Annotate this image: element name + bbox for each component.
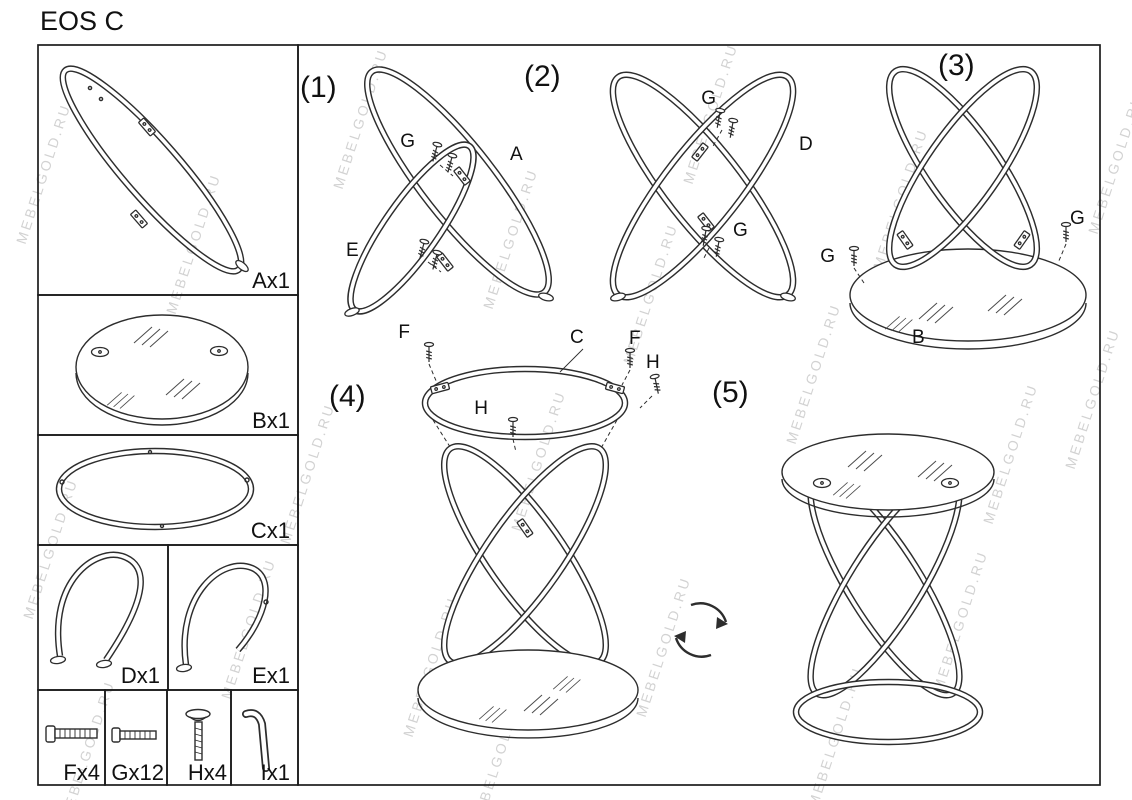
step-3: (3) G G B — [820, 49, 1087, 350]
callout-step4-h-right: H — [646, 352, 660, 373]
main-steps-box — [297, 44, 1101, 786]
step-2-label: (2) — [524, 60, 561, 93]
callout-step4-c: C — [570, 327, 584, 348]
part-a-drawing — [44, 52, 259, 288]
callout-step4-h-center: H — [474, 398, 488, 419]
part-i-drawing — [242, 709, 270, 772]
callout-step2-d: D — [799, 134, 813, 155]
callout-step4-f-right: F — [629, 328, 641, 349]
callout-step1-g: G — [400, 131, 415, 152]
callout-step4-f-left: F — [398, 322, 410, 343]
callout-step2-g-mid: G — [733, 220, 748, 241]
part-c-drawing — [59, 451, 251, 528]
callout-step2-g-top: G — [701, 88, 716, 109]
page-title: EOS C — [40, 6, 124, 36]
finished-table-drawing — [781, 433, 995, 742]
step-3-label: (3) — [938, 49, 975, 82]
part-e-drawing — [175, 562, 269, 674]
part-label-i: Ix1 — [261, 760, 290, 785]
part-g-drawing — [111, 727, 157, 743]
callout-step3-b: B — [912, 327, 925, 348]
step-1: (1) G A E — [300, 50, 573, 326]
rotation-arrows-icon — [674, 602, 728, 658]
callout-step3-g-right: G — [1070, 208, 1085, 229]
callout-step3-g-left: G — [820, 246, 835, 267]
step-4-label: (4) — [329, 380, 366, 413]
part-label-b: Bx1 — [252, 408, 290, 433]
part-h-drawing — [185, 708, 211, 761]
part-label-d: Dx1 — [121, 663, 160, 688]
step-5: (5) — [674, 376, 995, 742]
step-4: (4) F C F H H — [329, 322, 664, 739]
layout-frames — [37, 44, 1101, 786]
part-label-g: Gx12 — [111, 760, 164, 785]
step-5-label: (5) — [712, 376, 749, 409]
step-2: (2) G D G — [524, 54, 818, 318]
part-label-c: Cx1 — [251, 518, 290, 543]
step-1-label: (1) — [300, 71, 337, 104]
part-f-drawing — [45, 725, 98, 743]
part-d-drawing — [49, 551, 144, 670]
part-label-h: Hx4 — [188, 760, 227, 785]
callout-step1-a: A — [510, 144, 523, 165]
callout-step1-e: E — [346, 240, 359, 261]
part-b-drawing — [75, 314, 249, 426]
part-label-e: Ex1 — [252, 663, 290, 688]
part-label-f: Fx4 — [63, 760, 100, 785]
part-label-a: Ax1 — [252, 268, 290, 293]
